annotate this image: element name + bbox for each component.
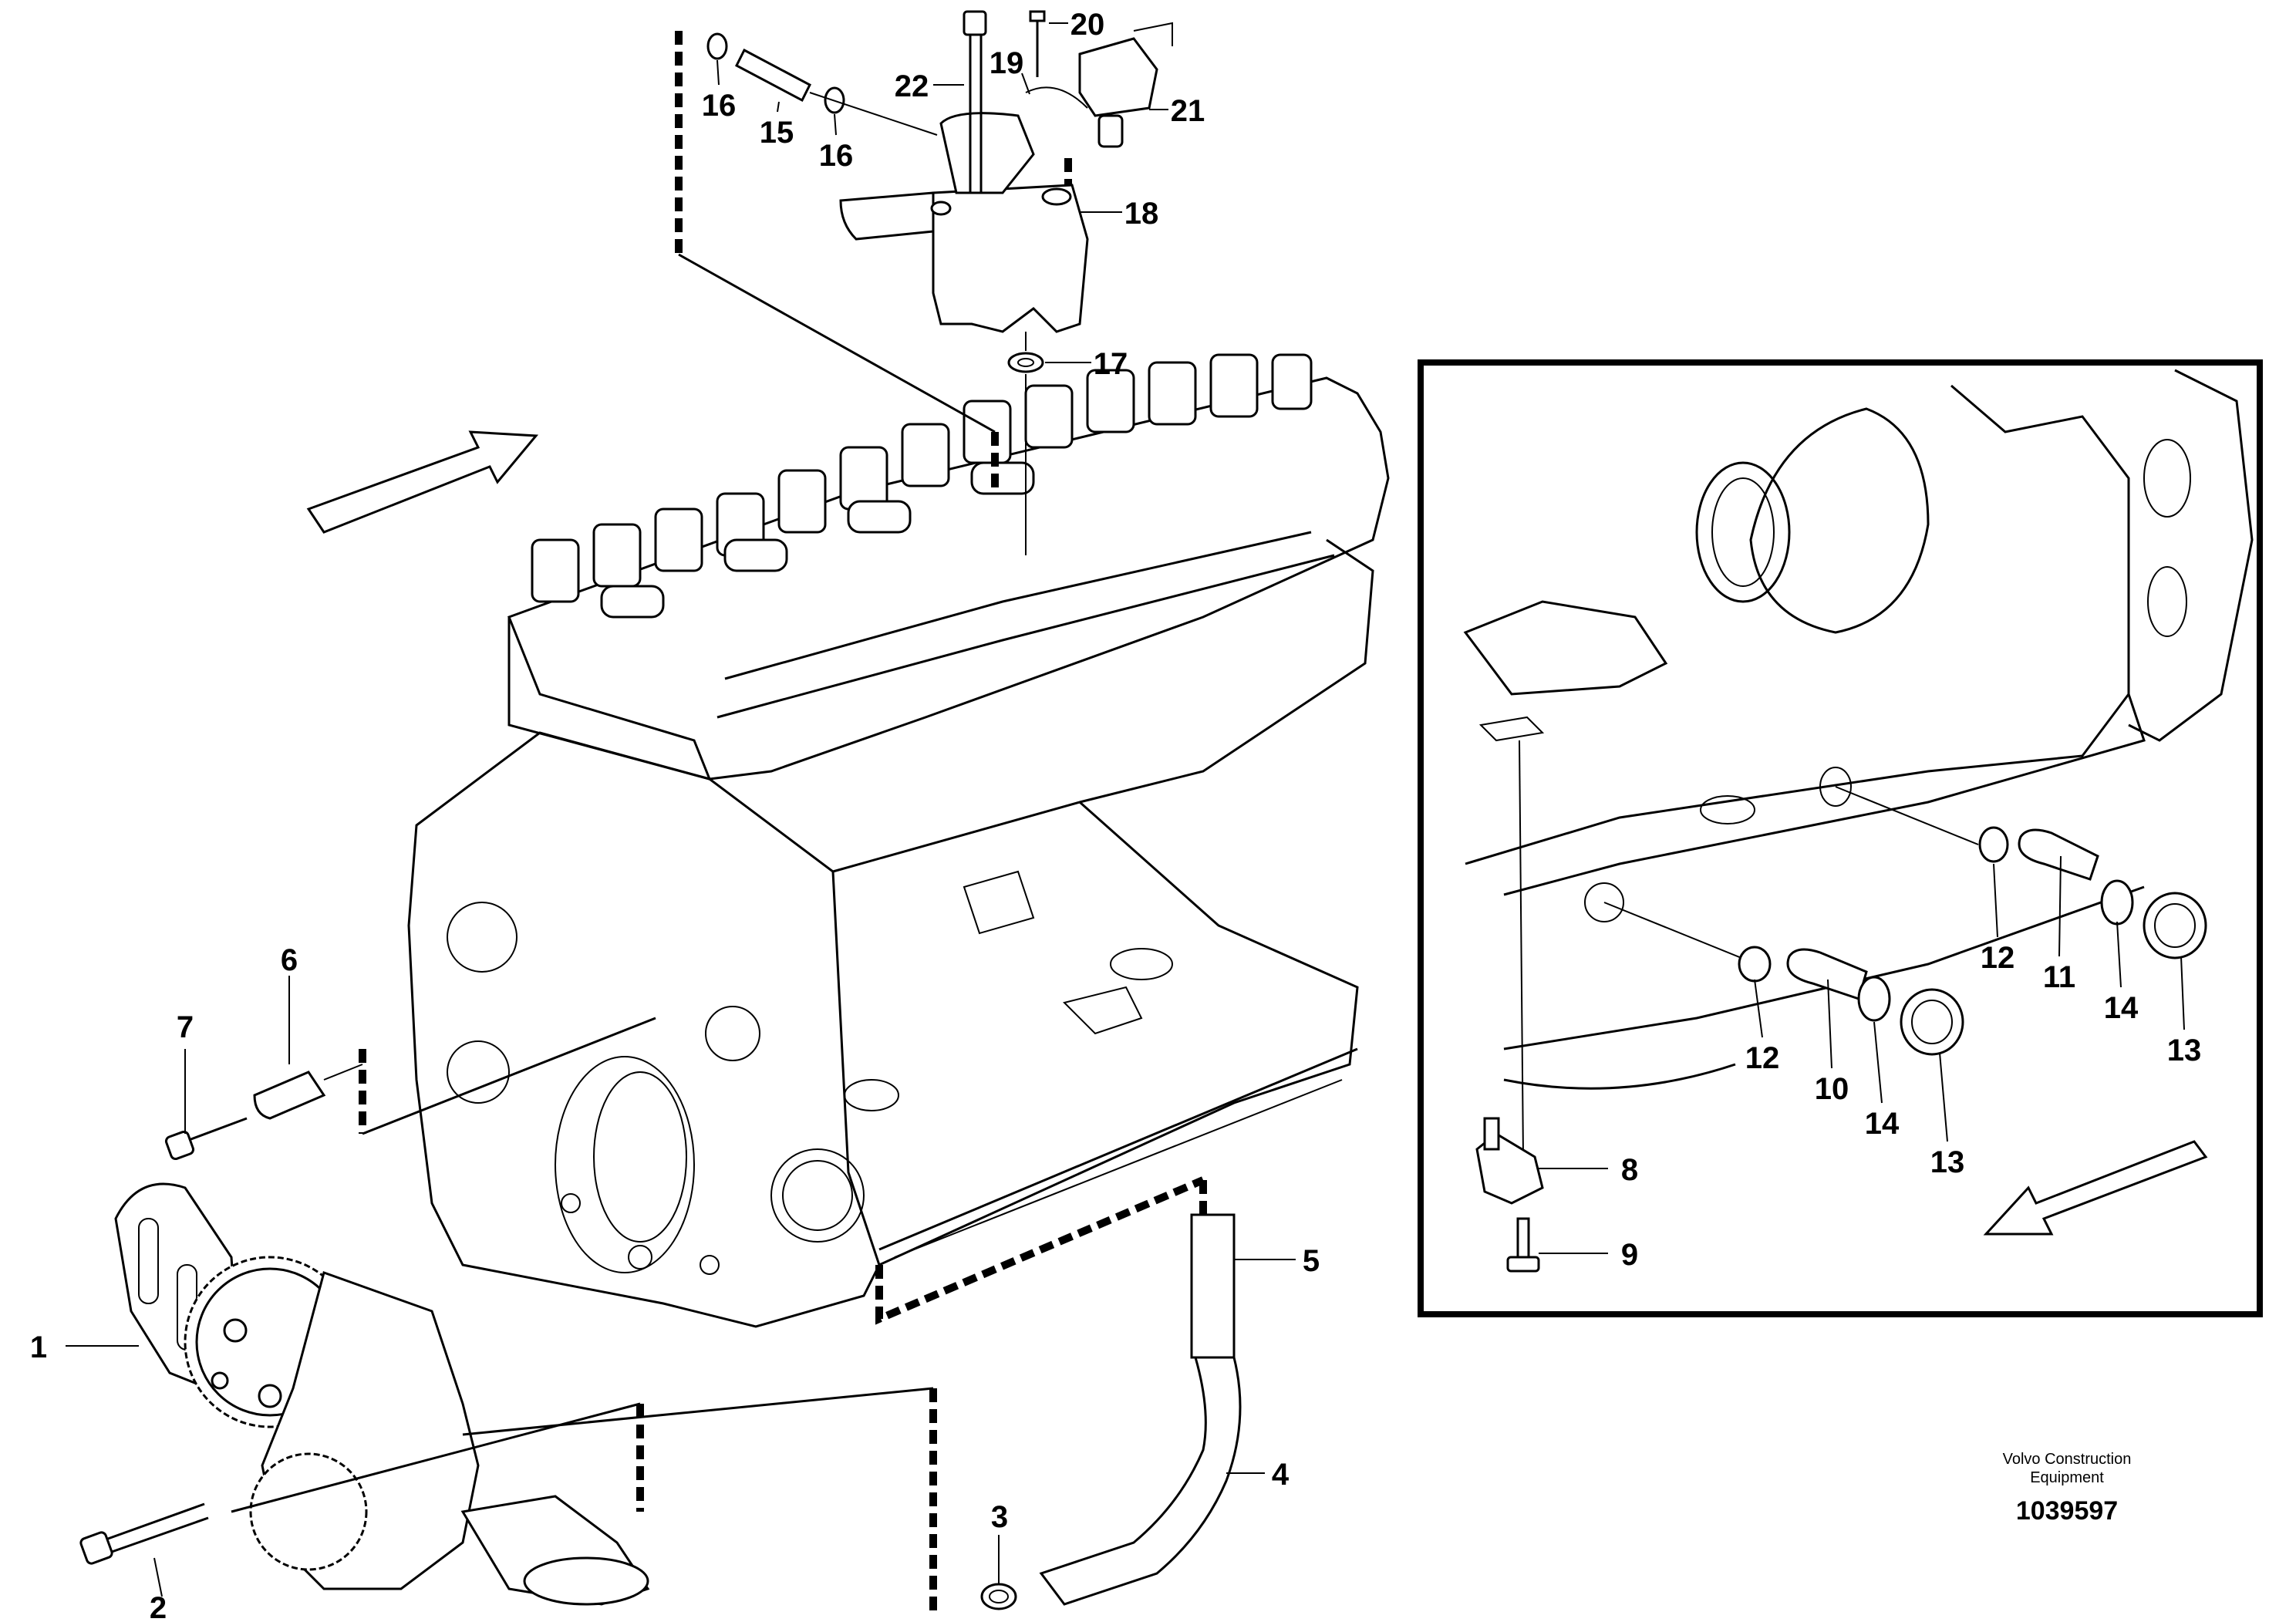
callout-numbers: 1 2 3 4 5 6 7 8 9 10 11 12 12 13 13 14 1… [30, 8, 2201, 1622]
callout-5: 5 [1303, 1244, 1320, 1278]
callout-12b: 12 [1981, 941, 2015, 975]
callout-2: 2 [150, 1591, 167, 1622]
callout-7: 7 [177, 1010, 194, 1044]
oil-pump-assembly [79, 1176, 1242, 1612]
inset-detail-box [1418, 359, 2263, 1317]
callout-4: 4 [1272, 1458, 1290, 1492]
callout-13a: 13 [1930, 1145, 1965, 1179]
callout-18: 18 [1124, 197, 1159, 231]
valve-train [531, 353, 1313, 619]
callout-6: 6 [281, 943, 298, 977]
callout-16b: 16 [819, 139, 854, 173]
callout-19: 19 [990, 46, 1024, 80]
credit-block: Volvo Construction Equipment 1039597 [2003, 1451, 2132, 1526]
callout-22: 22 [895, 69, 929, 103]
callout-15: 15 [760, 116, 794, 150]
callout-10: 10 [1815, 1072, 1849, 1106]
leader-lines [66, 22, 2185, 1597]
oil-nozzle-parts [164, 1017, 656, 1161]
callout-1: 1 [30, 1330, 47, 1364]
document-number: 1039597 [2016, 1496, 2118, 1526]
callout-11: 11 [2043, 960, 2075, 994]
valve-housing-assembly [675, 10, 1173, 555]
callout-17: 17 [1094, 347, 1128, 381]
callout-9: 9 [1621, 1238, 1638, 1272]
callout-14a: 14 [1865, 1107, 1900, 1141]
callout-20: 20 [1070, 8, 1105, 42]
callout-12a: 12 [1745, 1041, 1780, 1075]
callout-13b: 13 [2167, 1034, 2202, 1067]
callout-21: 21 [1171, 94, 1205, 128]
callout-8: 8 [1621, 1153, 1638, 1187]
engine-block [407, 353, 1390, 1328]
callout-14b: 14 [2104, 991, 2139, 1025]
callout-16a: 16 [702, 89, 737, 123]
credit-line-1: Volvo Construction [2003, 1451, 2132, 1468]
credit-line-2: Equipment [2030, 1469, 2104, 1486]
callout-3: 3 [991, 1500, 1008, 1534]
direction-arrow-left [306, 430, 539, 534]
